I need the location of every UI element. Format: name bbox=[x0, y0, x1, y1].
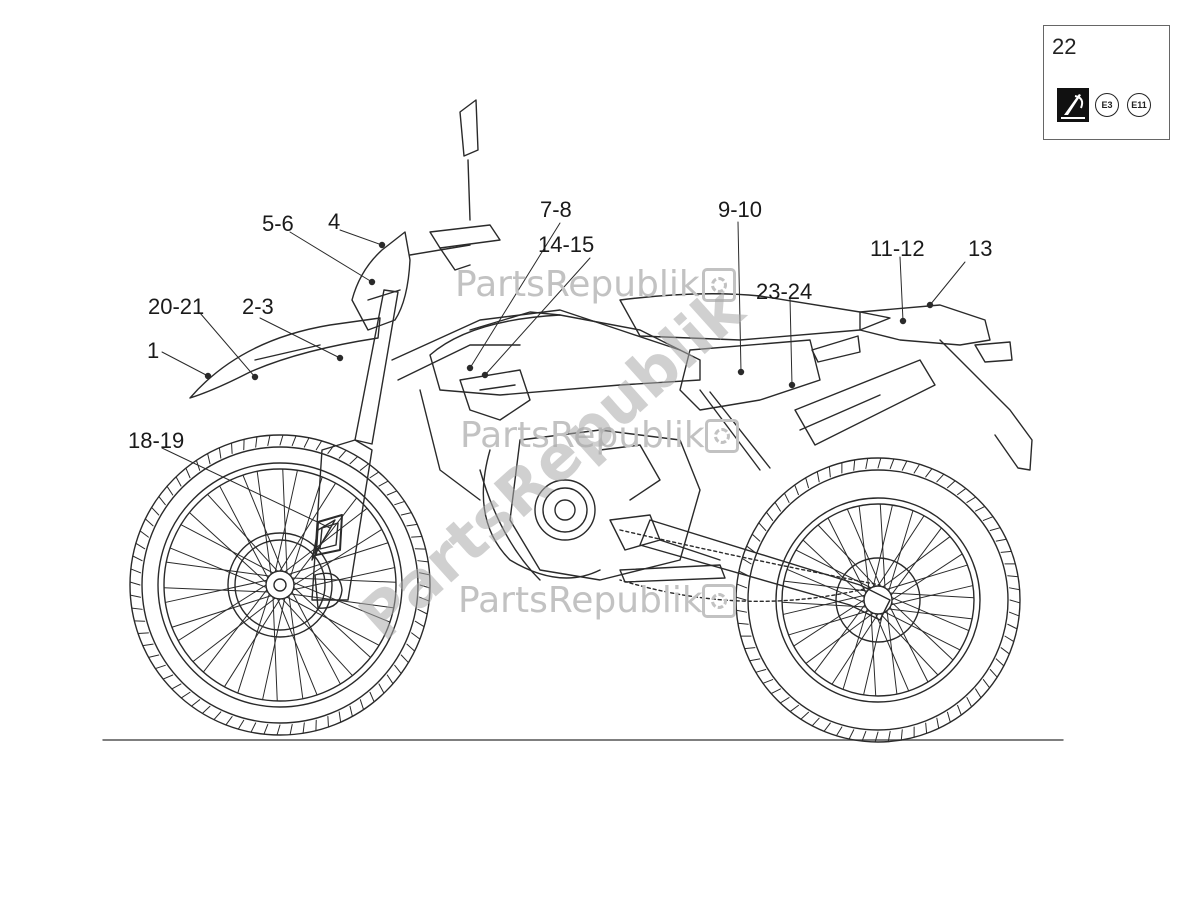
muffler bbox=[794, 359, 936, 446]
seat bbox=[619, 293, 891, 341]
watermark-middle: PartsRepublik bbox=[460, 415, 705, 456]
leader-dots bbox=[204, 241, 934, 389]
watermark-gear-icon bbox=[705, 419, 739, 453]
fuel-tank bbox=[429, 314, 701, 396]
homologation-badge-e3: E3 bbox=[1095, 93, 1119, 117]
callout-2-3: 2-3 bbox=[242, 294, 274, 319]
mirror-stem bbox=[467, 159, 471, 221]
headlight-cover bbox=[351, 231, 411, 331]
callout-23-24: 23-24 bbox=[756, 279, 813, 304]
callout-4: 4 bbox=[328, 209, 341, 234]
front-fork bbox=[354, 289, 399, 445]
callout-18-19: 18-19 bbox=[128, 428, 185, 453]
side-panel bbox=[679, 339, 821, 411]
inset-number: 22 bbox=[1052, 34, 1077, 59]
callout-13: 13 bbox=[968, 236, 993, 261]
rear-wheel bbox=[735, 457, 1021, 743]
callout-1: 1 bbox=[147, 338, 160, 363]
rear-fender bbox=[859, 304, 991, 346]
callout-7-8: 7-8 bbox=[540, 197, 572, 222]
callout-14-15: 14-15 bbox=[538, 232, 595, 257]
watermark-top: PartsRepublik bbox=[455, 264, 700, 305]
swingarm bbox=[639, 519, 891, 621]
front-fender bbox=[189, 317, 381, 399]
homologation-badge-e11: E11 bbox=[1127, 93, 1151, 117]
watermark-gear-icon bbox=[702, 268, 736, 302]
watermark-gear-icon bbox=[702, 584, 736, 618]
radiator-shroud bbox=[459, 369, 531, 421]
watermark-bottom: PartsRepublik bbox=[458, 580, 703, 621]
callout-20-21: 20-21 bbox=[148, 294, 205, 319]
callout-11-12: 11-12 bbox=[870, 236, 925, 261]
leader-lines bbox=[161, 221, 966, 529]
chain bbox=[619, 529, 881, 603]
front-wheel bbox=[129, 434, 431, 736]
brand-logo-icon bbox=[1057, 88, 1089, 122]
callout-9-10: 9-10 bbox=[718, 197, 763, 222]
inset-part-22: 22 E3 E11 bbox=[1043, 25, 1170, 140]
callout-5-6: 5-6 bbox=[262, 211, 294, 236]
